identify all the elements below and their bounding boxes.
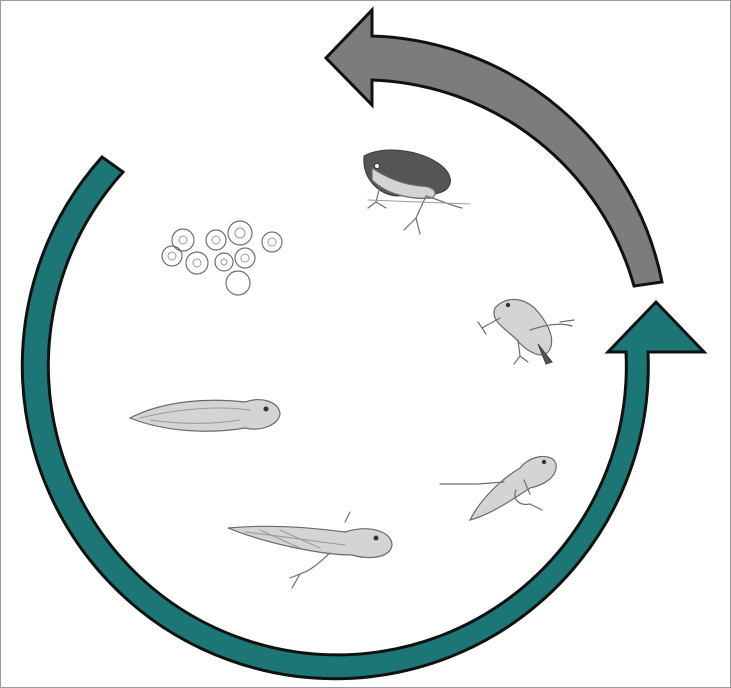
tadpole-icon — [130, 400, 280, 432]
teal-cycle-arrow — [22, 157, 704, 679]
tadpole-with-four-legs-icon — [440, 456, 556, 520]
tadpole-with-hind-legs-icon — [228, 512, 392, 588]
frog-eggs-icon — [162, 221, 282, 295]
grey-return-arrow — [326, 10, 662, 286]
adult-frog-icon — [364, 150, 470, 234]
froglet-icon — [478, 299, 574, 364]
